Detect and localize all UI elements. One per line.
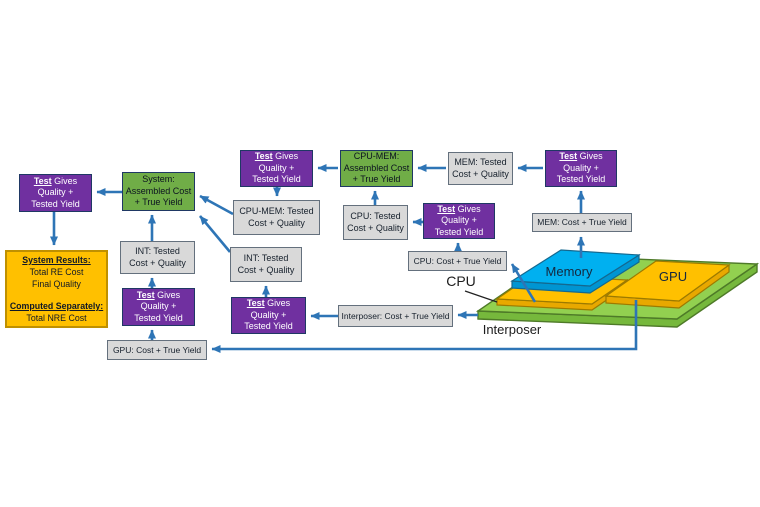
test-box-cpu-mem: Test Gives Quality + Tested Yield [240,150,313,187]
test-box-cpu: Test Gives Quality + Tested Yield [423,203,495,239]
cpu-cost-box: CPU: Cost + True Yield [408,251,507,271]
test-box-gpu: Test Gives Quality + Tested Yield [122,288,195,326]
cpu-die-label: CPU [446,273,476,289]
mem-tested-box: MEM: Tested Cost + Quality [448,152,513,185]
test-box-system: Test Gives Quality + Tested Yield [19,174,92,212]
cpu-mem-assembled-box: CPU-MEM: Assembled Cost + True Yield [340,150,413,187]
system-results-box: System Results: Total RE Cost Final Qual… [5,250,108,328]
interposer-label: Interposer [482,322,542,337]
mem-cost-box: MEM: Cost + True Yield [532,213,632,232]
test-box-interposer: Test Gives Quality + Tested Yield [231,297,306,334]
system-assembled-box: System: Assembled Cost + True Yield [122,172,195,211]
gpu-die-label: GPU [658,269,688,284]
memory-die-label: Memory [545,264,593,279]
gpu-die-3d [604,260,731,309]
cpu-pointer-line [464,290,498,303]
interposer-cost-box: Interposer: Cost + True Yield [338,305,453,327]
memory-die-3d [510,249,641,294]
cpu-mem-tested-box: CPU-MEM: Tested Cost + Quality [233,200,320,235]
test-box-mem: Test Gives Quality + Tested Yield [545,150,617,187]
cpu-tested-box: CPU: Tested Cost + Quality [343,205,408,240]
int-tested-box-mid: INT: Tested Cost + Quality [230,247,302,282]
int-tested-box-left: INT: Tested Cost + Quality [120,241,195,274]
gpu-cost-box: GPU: Cost + True Yield [107,340,207,360]
